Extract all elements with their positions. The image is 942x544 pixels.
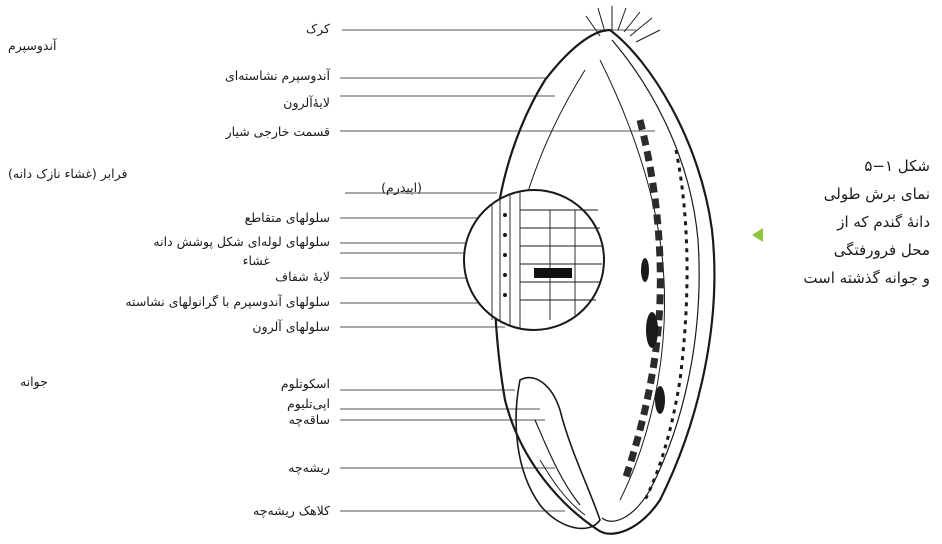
label-scutellum: اسکوتلوم bbox=[281, 378, 330, 391]
label-epithelium: اپی‌تلیوم bbox=[287, 398, 330, 411]
magnified-inset bbox=[464, 190, 604, 330]
label-plumule: ساقه‌چه bbox=[289, 414, 330, 427]
embryo-drawing bbox=[516, 378, 600, 529]
caption-line-1: شکل ۱−۵ bbox=[730, 152, 930, 180]
label-aleurone-layer: لایۀآلرون bbox=[283, 97, 330, 110]
caption-line-2: نمای برش طولی bbox=[730, 180, 930, 208]
label-starch-cells: سلولهای آندوسپرم با گرانولهای نشاسته bbox=[125, 296, 330, 309]
label-epidermis: (اپیدرم) bbox=[381, 182, 422, 195]
label-hyaline-layer: لایۀ شفاف bbox=[275, 271, 330, 284]
label-radicle: ریشه‌چه bbox=[288, 462, 330, 475]
brush-hairs bbox=[586, 6, 660, 42]
label-crease: قسمت خارجی شیار bbox=[226, 126, 330, 139]
label-cross-cells: سلولهای متقاطع bbox=[245, 212, 330, 225]
label-membrane: غشاء bbox=[243, 255, 270, 268]
label-root-cap: کلاهک ریشه‌چه bbox=[253, 505, 330, 518]
caption-line-3: دانۀ گندم که از bbox=[730, 208, 930, 236]
label-starchy-endosperm: آندوسپرم نشاسته‌ای bbox=[225, 70, 330, 83]
caption-line-5: و جوانه گذشته است bbox=[730, 264, 930, 292]
label-tube-cells: سلولهای لوله‌ای شکل پوشش دانه bbox=[153, 236, 330, 249]
caption-line-4: محل فرورفتگی bbox=[730, 236, 930, 264]
label-aleurone-cells: سلولهای آلرون bbox=[252, 321, 330, 334]
section-embryo: جوانه bbox=[20, 376, 48, 389]
figure-caption: شکل ۱−۵ نمای برش طولی دانۀ گندم که از مح… bbox=[730, 152, 930, 292]
section-pericarp: فرابر (غشاء نازک دانه) bbox=[8, 168, 128, 181]
label-bran: کرک bbox=[306, 23, 330, 36]
section-endosperm: آندوسپرم bbox=[8, 40, 56, 53]
